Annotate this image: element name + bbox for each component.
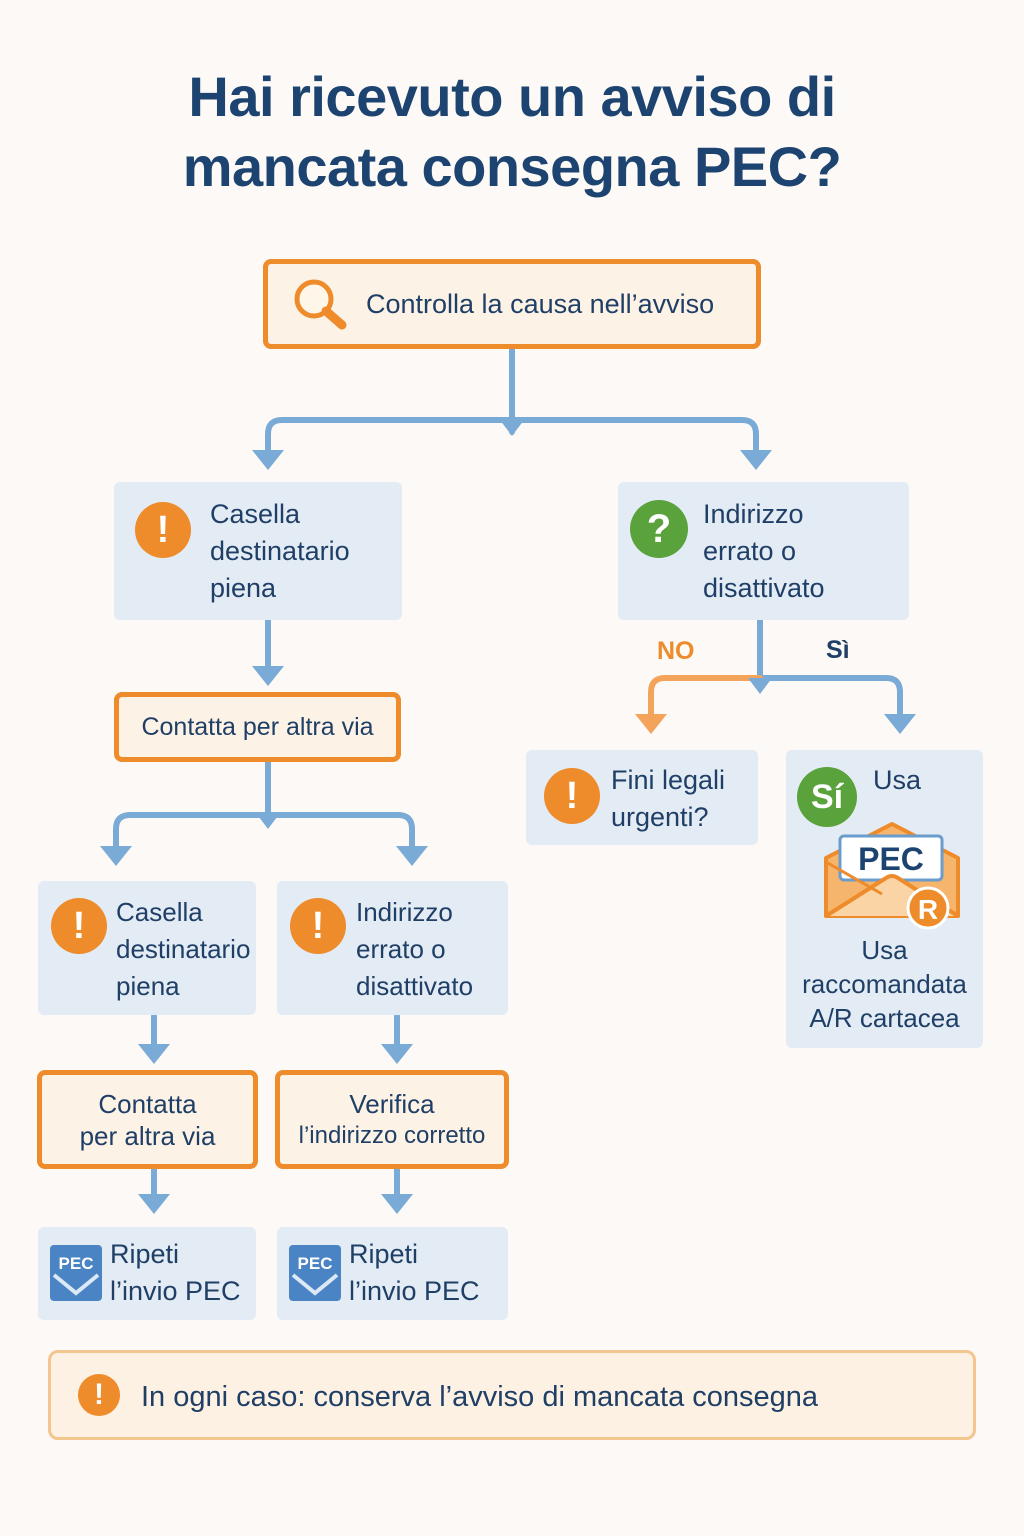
right-cause-box: ? Indirizzo errato o disattivato <box>618 482 909 620</box>
pec-icon: PEC <box>289 1245 341 1301</box>
left-cause-line: destinatario <box>210 536 350 566</box>
svg-text:PEC: PEC <box>59 1254 94 1273</box>
urgent-legal-box: ! Fini legali urgenti? <box>526 750 758 845</box>
right-cause-line: disattivato <box>703 573 825 603</box>
sub-right-cause-line: errato o <box>356 934 446 964</box>
sub-right-result-label: Ripeti l’invio PEC <box>349 1236 480 1310</box>
sub-left-cause-label: Casella destinatario piena <box>116 894 250 1005</box>
registered-mail-line: A/R cartacea <box>809 1003 960 1033</box>
left-cause-line: piena <box>210 573 277 603</box>
magnifier-icon <box>294 279 347 330</box>
registered-mail-box: Sí Usa PEC R Usa raccomandata A/R cartac… <box>786 750 983 1048</box>
sub-right-action-line: l’indirizzo corretto <box>298 1121 486 1149</box>
exclamation-icon: ! <box>290 898 346 954</box>
sub-left-action-line: per altra via <box>79 1120 216 1151</box>
sub-right-result-line: l’invio PEC <box>349 1276 480 1306</box>
left-cause-box: ! Casella destinatario piena <box>114 482 402 620</box>
sub-right-cause-line: disattivato <box>356 971 474 1001</box>
exclamation-icon: ! <box>544 768 600 824</box>
exclamation-icon: ! <box>78 1374 120 1416</box>
start-box: Controlla la causa nell’avviso <box>263 259 761 349</box>
urgent-legal-line: Fini legali <box>611 765 726 795</box>
sub-right-cause-line: Indirizzo <box>356 897 453 927</box>
right-cause-line: errato o <box>703 536 797 566</box>
left-action-box: Contatta per altra via <box>114 692 401 762</box>
sub-left-result-line: l’invio PEC <box>110 1276 241 1306</box>
sub-left-action-line: Contatta <box>98 1088 197 1119</box>
sub-left-result-line: Ripeti <box>110 1239 180 1269</box>
exclamation-icon: ! <box>51 898 107 954</box>
registered-mail-line: Usa <box>861 935 908 965</box>
bottom-note-text: In ogni caso: conserva l’avviso di manca… <box>141 1381 819 1413</box>
sub-right-result-line: Ripeti <box>349 1239 419 1269</box>
sub-left-cause-line: destinatario <box>116 934 251 964</box>
yes-badge: Sí <box>797 767 857 827</box>
left-action-label: Contatta per altra via <box>141 713 374 741</box>
envelope-r-mark: R <box>918 894 938 925</box>
title-line-2: mancata consegna PEC? <box>182 135 842 198</box>
envelope-pec-text: PEC <box>858 841 924 877</box>
sub-right-cause-box: ! Indirizzo errato o disattivato <box>277 881 508 1015</box>
sub-left-result-label: Ripeti l’invio PEC <box>110 1236 241 1310</box>
sub-left-action-box: Contatta per altra via <box>37 1070 258 1169</box>
title-line-1: Hai ricevuto un avviso di <box>188 65 836 128</box>
exclamation-icon: ! <box>135 502 191 558</box>
registered-mail-line: raccomandata <box>802 969 967 999</box>
sub-right-action-box: Verifica l’indirizzo corretto <box>275 1070 509 1169</box>
question-icon: ? <box>630 500 688 558</box>
branch-no-label: NO <box>657 637 695 665</box>
sub-left-cause-line: Casella <box>116 897 203 927</box>
svg-text:PEC: PEC <box>298 1254 333 1273</box>
bottom-note: ! In ogni caso: conserva l’avviso di man… <box>48 1350 976 1440</box>
pec-icon: PEC <box>50 1245 102 1301</box>
urgent-legal-label: Fini legali urgenti? <box>611 762 725 836</box>
pec-envelope-icon: PEC R <box>824 822 960 930</box>
sub-right-action-line: Verifica <box>349 1088 435 1119</box>
sub-right-result-box: PEC Ripeti l’invio PEC <box>277 1227 508 1320</box>
sub-left-result-box: PEC Ripeti l’invio PEC <box>38 1227 256 1320</box>
right-cause-line: Indirizzo <box>703 499 804 529</box>
sub-left-cause-line: piena <box>116 971 180 1001</box>
yes-top-label: Usa <box>873 765 922 795</box>
sub-left-cause-box: ! Casella destinatario piena <box>38 881 256 1015</box>
left-cause-label: Casella destinatario piena <box>210 496 350 607</box>
left-cause-line: Casella <box>210 499 301 529</box>
registered-mail-label: Usa raccomandata A/R cartacea <box>786 933 983 1035</box>
sub-right-cause-label: Indirizzo errato o disattivato <box>356 894 473 1005</box>
start-label: Controlla la causa nell’avviso <box>366 289 715 319</box>
urgent-legal-line: urgenti? <box>611 802 709 832</box>
branch-yes-label: Sì <box>826 636 850 664</box>
right-cause-label: Indirizzo errato o disattivato <box>703 496 825 607</box>
page-title: Hai ricevuto un avviso di mancata conseg… <box>0 62 1024 202</box>
